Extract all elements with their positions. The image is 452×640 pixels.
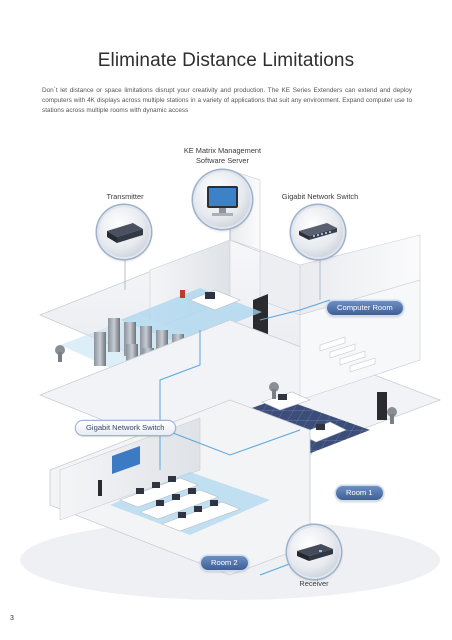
receiver-image-circle	[289, 527, 339, 577]
room1-badge: Room 1	[336, 486, 383, 500]
server-label-line1: KE Matrix Management	[183, 146, 262, 155]
page-number: 3	[10, 615, 14, 622]
server-label: KE Matrix Management Software Server	[150, 146, 295, 166]
transmitter-image-circle	[99, 207, 149, 257]
computer-room-badge: Computer Room	[327, 301, 403, 315]
transmitter-label: Transmitter	[106, 192, 144, 201]
server-label-line2: Software Server	[196, 156, 249, 165]
page-title: Eliminate Distance Limitations	[97, 50, 355, 71]
switch-image-circle	[293, 207, 343, 257]
receiver-label: Receiver	[299, 579, 329, 588]
room2-badge: Room 2	[201, 556, 248, 570]
switch-mid-badge: Gigabit Network Switch	[76, 421, 175, 435]
intro-paragraph: Don`t let distance or space limitations …	[42, 87, 412, 115]
switch-top-label: Gigabit Network Switch	[281, 192, 359, 201]
server-image-circle	[195, 172, 250, 227]
